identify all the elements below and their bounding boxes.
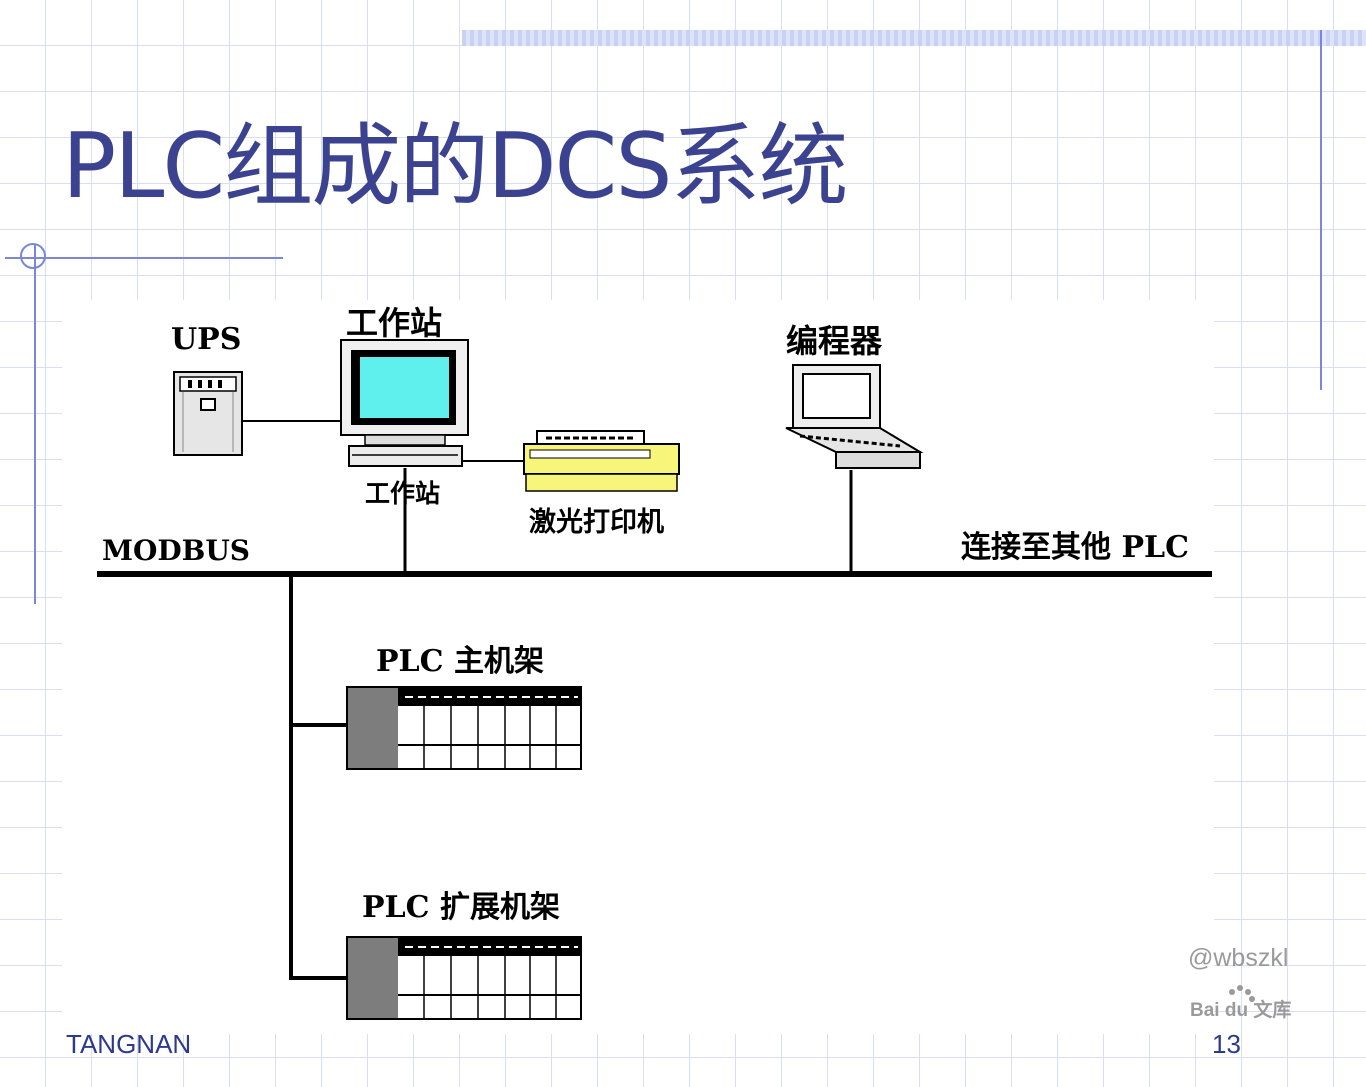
diagram-panel [62, 300, 1214, 1034]
watermark-brand: Bai du 文库 [1190, 1000, 1292, 1021]
plc-main-rack-label: PLC 主机架 [376, 644, 544, 679]
laser-printer-icon [523, 430, 680, 492]
left-decoration-line [34, 244, 36, 604]
ups-label: UPS [171, 322, 242, 357]
slide-title: PLC组成的DCS系统 [62, 114, 849, 219]
plc-expansion-rack-label: PLC 扩展机架 [362, 890, 560, 925]
plc-expansion-rack-icon [346, 936, 582, 1020]
workstation-computer-icon [340, 339, 469, 467]
page-number: 13 [1212, 1029, 1241, 1059]
programmer-label: 编程器 [786, 322, 883, 360]
title-underline [5, 257, 283, 259]
plc-main-rack-icon [346, 686, 582, 770]
watermark-user: @wbszkl [1188, 944, 1289, 972]
baidu-paw-icon [1229, 985, 1255, 1002]
programmer-laptop-icon [785, 364, 924, 469]
workstation-caption: 工作站 [365, 479, 441, 508]
right-decoration-line [1320, 30, 1322, 390]
footer-author: TANGNAN [66, 1029, 192, 1059]
workstation-label: 工作站 [346, 304, 443, 342]
header-decoration-bar [462, 30, 1366, 46]
crosshair-decoration [20, 243, 46, 269]
modbus-label: MODBUS [102, 534, 250, 567]
ups-icon [173, 371, 243, 456]
connect-other-plc-label: 连接至其他 PLC [961, 530, 1189, 565]
printer-label: 激光打印机 [529, 507, 664, 538]
